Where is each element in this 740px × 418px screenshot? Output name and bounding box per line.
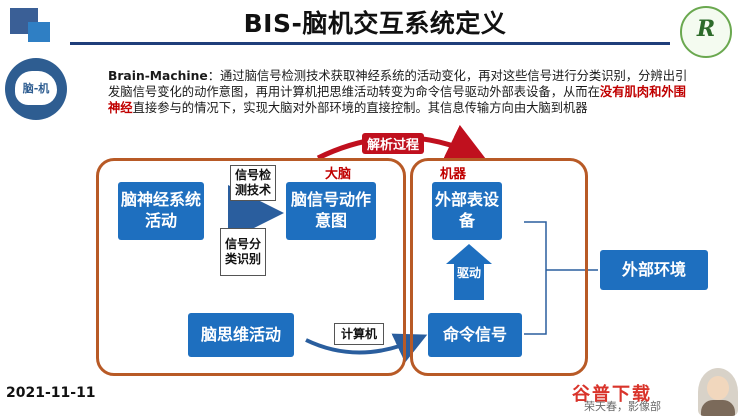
- definition-text-part2: 直接参与的情况下，实现大脑对外部环境的直接控制。其信息传输方向由大脑到机器: [132, 101, 588, 115]
- badge-label: 脑-机: [22, 82, 50, 95]
- drive-arrow-body: [454, 262, 484, 300]
- machine-region: [410, 158, 588, 376]
- presenter-avatar: [698, 368, 738, 416]
- computer-label: 计算机: [334, 323, 384, 345]
- organization-logo: R: [680, 6, 732, 58]
- motion-intent-text: 脑信号动作意图: [290, 190, 371, 230]
- parse-process-label: 解析过程: [362, 133, 425, 154]
- motion-intent-box: 脑信号动作意图: [286, 182, 376, 240]
- definition-highlight: 没有肌肉和外围神经: [108, 85, 686, 115]
- thought-activity-box: 脑思维活动: [188, 313, 294, 357]
- brain-machine-badge: 脑-机: [5, 58, 67, 120]
- signal-classification-label: 信号分类识别: [220, 228, 266, 276]
- watermark-text: 谷普下载: [572, 384, 652, 405]
- neural-activity-box: 脑神经系统活动: [118, 182, 204, 240]
- title-underline: [70, 42, 670, 45]
- signal-detection-label: 信号检测技术: [230, 165, 276, 201]
- machine-section-label: 机器: [440, 167, 467, 182]
- computer-text: 计算机: [340, 326, 377, 341]
- presenter-text: 荣天春，影像部: [584, 400, 661, 413]
- definition-term: Brain-Machine: [108, 69, 208, 83]
- definition-text-part1: ：通过脑信号检测技术获取神经系统的活动变化，再对这些信号进行分类识别，分辨出引发…: [108, 69, 688, 99]
- brain-region: [96, 158, 406, 376]
- neural-activity-text: 脑神经系统活动: [120, 190, 201, 230]
- command-signal-box: 命令信号: [428, 313, 522, 357]
- external-environment-text: 外部环境: [621, 259, 686, 279]
- external-device-text: 外部表设备: [434, 190, 499, 230]
- slide-date: 2021-11-11: [6, 385, 96, 401]
- header-decoration-square-small: [28, 22, 50, 42]
- environment-bracket: [524, 221, 598, 335]
- drive-label: 驱动: [456, 266, 481, 280]
- external-environment-box: 外部环境: [600, 250, 708, 290]
- external-device-box: 外部表设备: [432, 182, 502, 240]
- avatar-face: [707, 376, 729, 400]
- thought-activity-text: 脑思维活动: [200, 324, 281, 344]
- slide-title: BIS-脑机交互系统定义: [243, 9, 507, 38]
- drive-arrow-head: [446, 244, 492, 264]
- command-signal-text: 命令信号: [442, 324, 507, 344]
- definition-paragraph: Brain-Machine：通过脑信号检测技术获取神经系统的活动变化，再对这些信…: [108, 68, 693, 116]
- computer-arrow: [305, 333, 428, 363]
- avatar-body: [701, 400, 735, 416]
- signal-detection-text: 信号检测技术: [234, 168, 271, 197]
- signal-classification-text: 信号分类识别: [224, 237, 261, 266]
- brain-icon: 脑-机: [15, 71, 57, 105]
- brain-section-label: 大脑: [325, 167, 352, 182]
- logo-letter: R: [696, 16, 716, 42]
